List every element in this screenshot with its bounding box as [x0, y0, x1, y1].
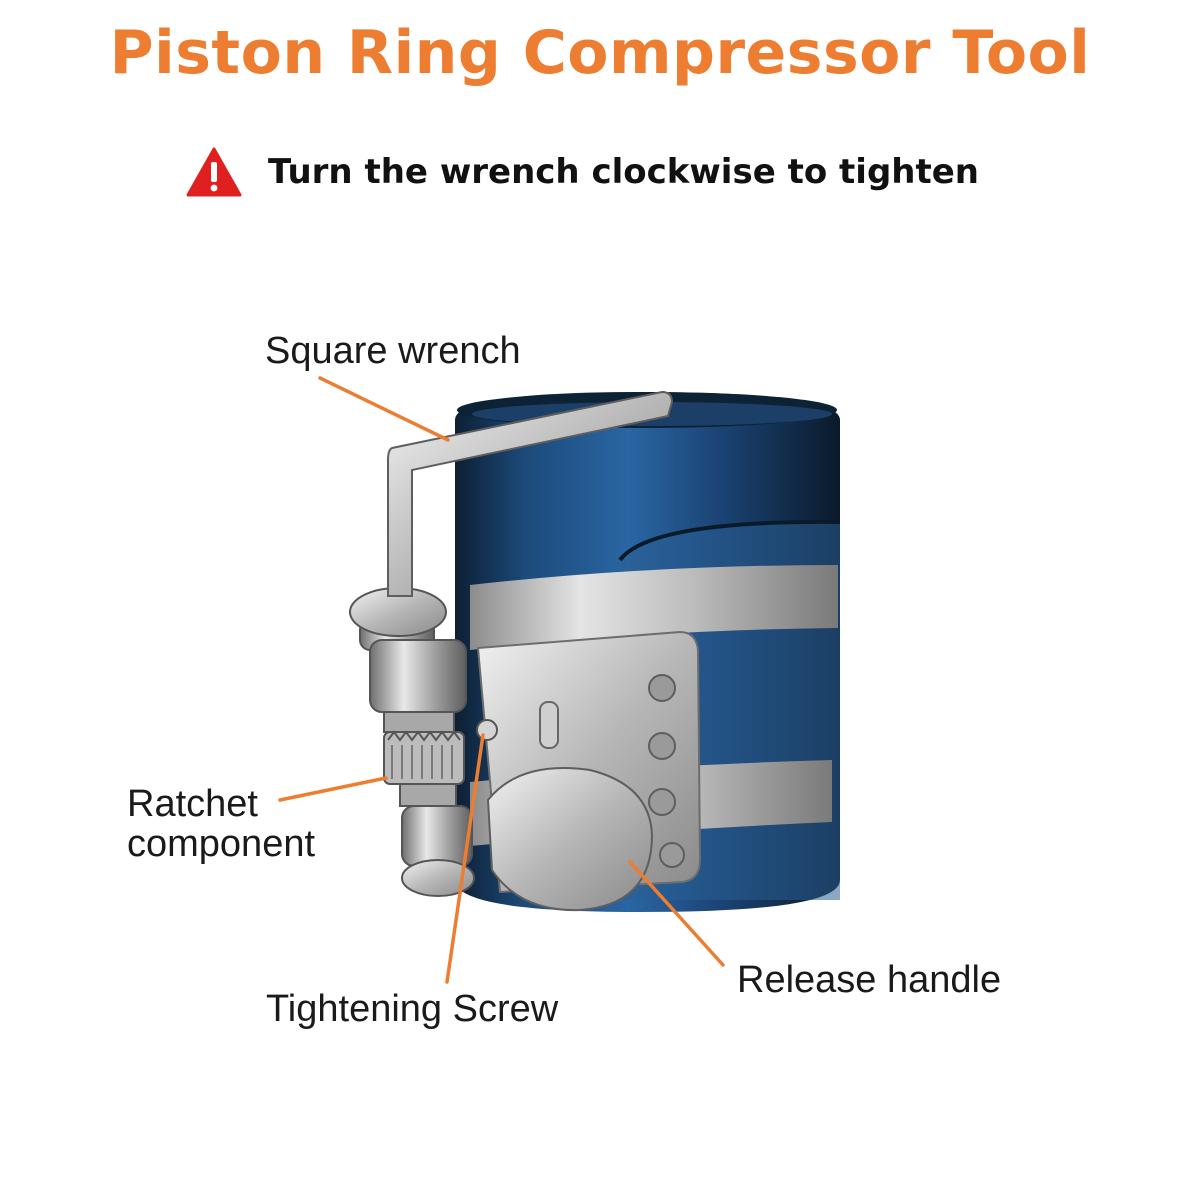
- label-ratchet-line1: Ratchet: [127, 783, 258, 825]
- page-title: Piston Ring Compressor Tool: [109, 18, 1091, 88]
- leader-lines: [278, 376, 725, 984]
- label-square-wrench: Square wrench: [265, 330, 521, 372]
- leader-square-wrench: [318, 376, 450, 442]
- square-wrench: [387, 390, 674, 597]
- warning-triangle-icon: [186, 147, 242, 197]
- leader-release-handle: [628, 860, 725, 967]
- label-ratchet-line2: component: [127, 822, 316, 865]
- ratchet-assembly: [349, 587, 475, 897]
- label-tightening-screw: Tightening Screw: [266, 988, 559, 1030]
- warning-text: Turn the wrench clockwise to tighten: [268, 152, 980, 192]
- release-lever: [486, 701, 654, 912]
- leader-ratchet: [278, 776, 388, 802]
- ratchet-gear: [383, 730, 465, 785]
- leader-tightening-screw: [445, 733, 485, 984]
- warning-banner: Turn the wrench clockwise to tighten: [186, 140, 979, 204]
- label-release-handle: Release handle: [737, 959, 1002, 1001]
- tightening-screw-head: [476, 719, 498, 741]
- label-ratchet-component: Ratchet component: [127, 783, 316, 865]
